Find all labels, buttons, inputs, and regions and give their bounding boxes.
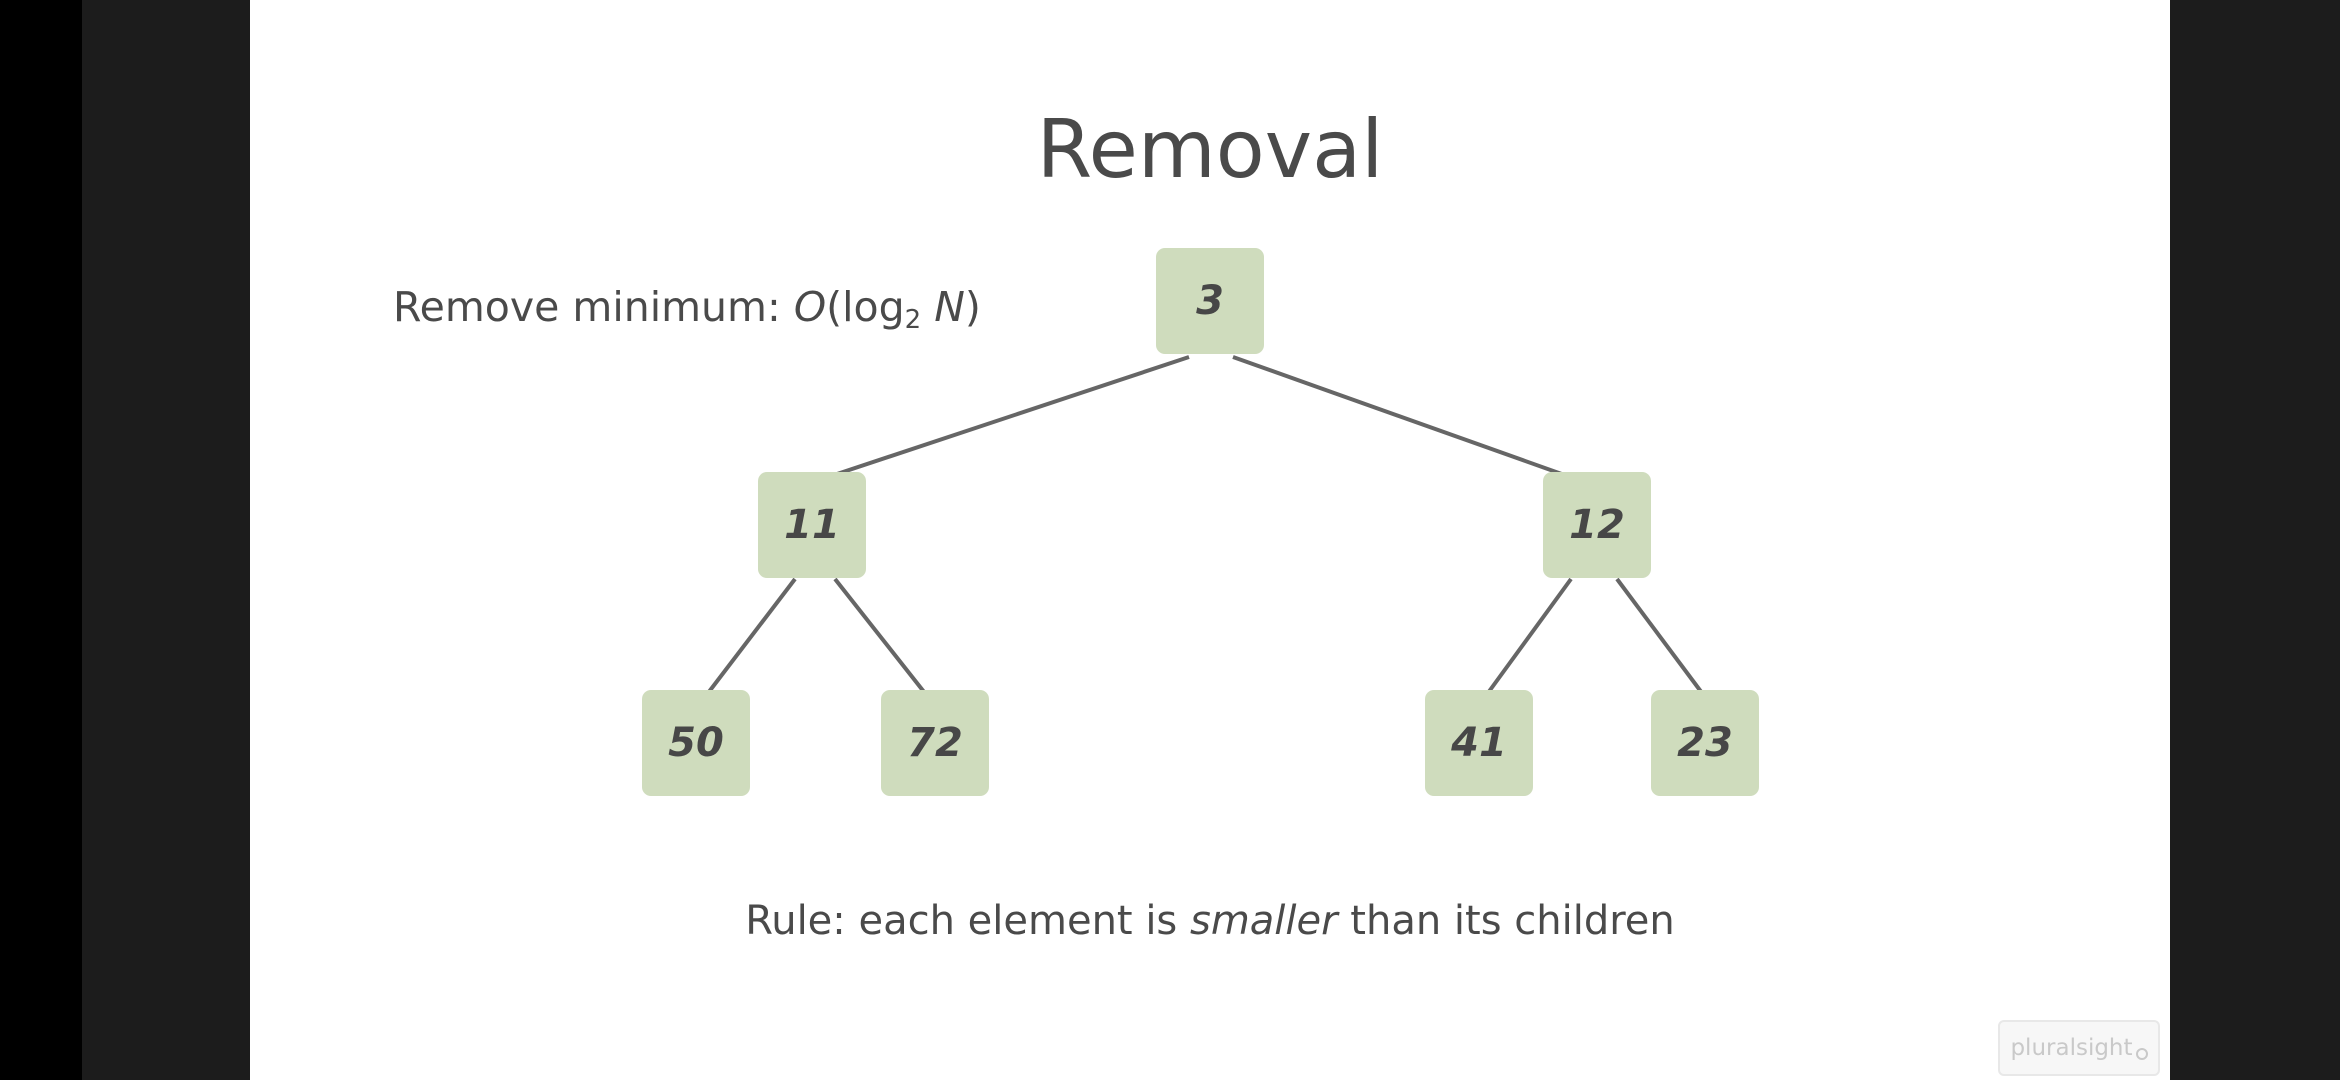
tree-node: 11 (758, 472, 866, 578)
watermark-dot-icon (2135, 1048, 2148, 1060)
tree-node: 12 (1543, 472, 1651, 578)
tree-node-root: 3 (1156, 248, 1264, 354)
edge-11-50 (703, 577, 797, 699)
rule-after: than its children (1337, 898, 1675, 944)
left-black-bar (0, 0, 82, 1080)
rule-emphasis: smaller (1189, 898, 1338, 944)
watermark-text: pluralsight (2010, 1035, 2133, 1061)
edge-root-right (1232, 355, 1574, 480)
tree-node: 50 (642, 690, 750, 796)
log-base: 2 (904, 305, 922, 335)
right-dark-panel (2170, 0, 2340, 1080)
log-close: ) (964, 283, 981, 331)
heap-rule: Rule: each element is smaller than its c… (250, 896, 2170, 946)
n-variable: N (934, 283, 965, 331)
edge-11-72 (833, 577, 930, 699)
big-o-symbol: O (793, 283, 827, 331)
edge-12-23 (1615, 577, 1707, 699)
log-open: (log (826, 283, 905, 331)
complexity-label: Remove minimum: O(log2 N) (393, 282, 981, 345)
complexity-prefix: Remove minimum: (393, 283, 794, 331)
rule-before: Rule: each element is (745, 898, 1190, 944)
tree-node: 72 (881, 690, 989, 796)
edge-root-left (824, 355, 1190, 480)
tree-edges (703, 355, 1707, 699)
pluralsight-watermark: pluralsight (1998, 1020, 2160, 1076)
heap-tree: 3 11 12 50 72 41 23 (250, 0, 2170, 1080)
tree-node: 41 (1425, 690, 1533, 796)
left-dark-panel (82, 0, 250, 1080)
edge-12-41 (1483, 577, 1573, 699)
tree-node: 23 (1651, 690, 1759, 796)
slide-title: Removal (1036, 103, 1384, 196)
slide: Removal Remove minimum: O(log2 N) 3 11 1… (250, 0, 2170, 1080)
